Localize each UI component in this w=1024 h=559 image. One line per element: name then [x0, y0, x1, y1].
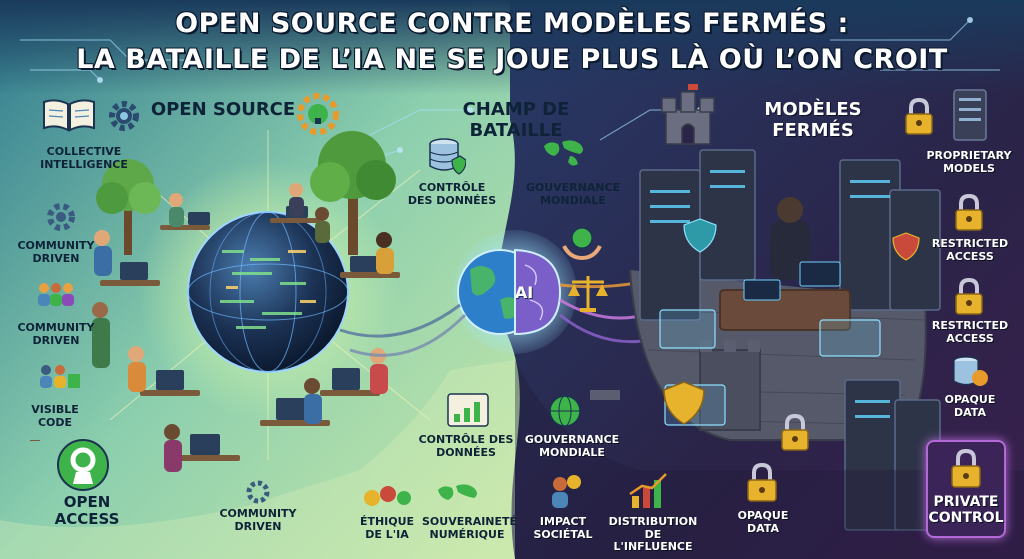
lock-icon: [905, 97, 933, 135]
book-icon: [43, 99, 95, 132]
tree-icon: [310, 131, 396, 255]
lock-icon: [747, 462, 777, 502]
label-open-access: OPEN ACCESS: [54, 493, 120, 529]
label-community-driven-2: COMMUNITY DRIVEN: [17, 321, 95, 347]
label-visible-code: VISIBLE CODE: [31, 403, 79, 429]
label-ai: AI: [514, 283, 534, 302]
section-closed-models: MODÈLES FERMÉS: [764, 99, 862, 141]
label-ethics: ÉTHIQUE DE L'IA: [359, 515, 415, 541]
lock-icon: [781, 413, 809, 451]
lock-icon: [951, 448, 981, 488]
section-battlefield: CHAMP DE BATAILLE: [462, 99, 570, 141]
open-access-icon: [57, 439, 109, 491]
globe-hands-icon: [562, 227, 602, 261]
database-icon: [429, 138, 466, 175]
label-private-control: PRIVATE CONTROL: [928, 494, 1004, 527]
gear-icon: [246, 480, 270, 504]
lock-icon: [955, 193, 983, 231]
title-line-2: LA BATAILLE DE L’IA NE SE JOUE PLUS LÀ O…: [76, 44, 948, 75]
world-map-icon: [438, 484, 477, 500]
people-icon: [40, 365, 80, 388]
label-data-control-top: CONTRÔLE DES DONNÉES: [407, 181, 497, 207]
label-distribution: DISTRIBUTION DE L'INFLUENCE: [608, 515, 698, 554]
label-restricted-access-2: RESTRICTED ACCESS: [931, 319, 1009, 345]
gear-icon: [109, 101, 139, 131]
network-sphere-icon: [187, 211, 349, 373]
server-icon: [953, 89, 987, 141]
label-data-control-bottom: CONTRÔLE DES DONNÉES: [418, 433, 514, 459]
castle-icon: [661, 91, 715, 145]
world-map-icon: [544, 140, 583, 166]
scales-icon: [568, 276, 608, 312]
tree-icon: [96, 159, 161, 255]
title-line-1: OPEN SOURCE CONTRE MODÈLES FERMÉS :: [175, 8, 849, 39]
gear-icon: [47, 203, 75, 231]
people-icon: [38, 283, 74, 306]
label-community-driven-3: COMMUNITY DRIVEN: [219, 507, 297, 533]
database-icon: [953, 356, 988, 386]
ethics-icon: [364, 486, 411, 506]
label-sovereignty: SOUVERAINETÉ NUMÉRIQUE: [422, 515, 518, 541]
section-open-source: OPEN SOURCE: [150, 99, 296, 120]
label-collective-intelligence: COLLECTIVE INTELLIGENCE: [40, 145, 128, 171]
label-community-driven-1: COMMUNITY DRIVEN: [17, 239, 95, 265]
shield-icon: [663, 218, 920, 425]
label-opaque-data-2: OPAQUE DATA: [737, 509, 789, 535]
label-governance-bottom: GOUVERNANCE MONDIALE: [524, 433, 620, 459]
lock-icon: [955, 277, 983, 315]
label-opaque-data-1: OPAQUE DATA: [944, 393, 996, 419]
chart-icon: [447, 393, 489, 427]
chart-icon: [629, 473, 667, 508]
impact-icon: [552, 475, 581, 508]
lightbulb-icon: [297, 93, 339, 135]
label-governance-top: GOUVERNANCE MONDIALE: [525, 181, 621, 207]
label-impact: IMPACT SOCIÉTAL: [533, 515, 593, 541]
globe-icon: [549, 395, 581, 427]
private-control-badge: [926, 440, 1006, 538]
label-proprietary-models: PROPRIETARY MODELS: [926, 149, 1012, 175]
label-restricted-access-1: RESTRICTED ACCESS: [931, 237, 1009, 263]
